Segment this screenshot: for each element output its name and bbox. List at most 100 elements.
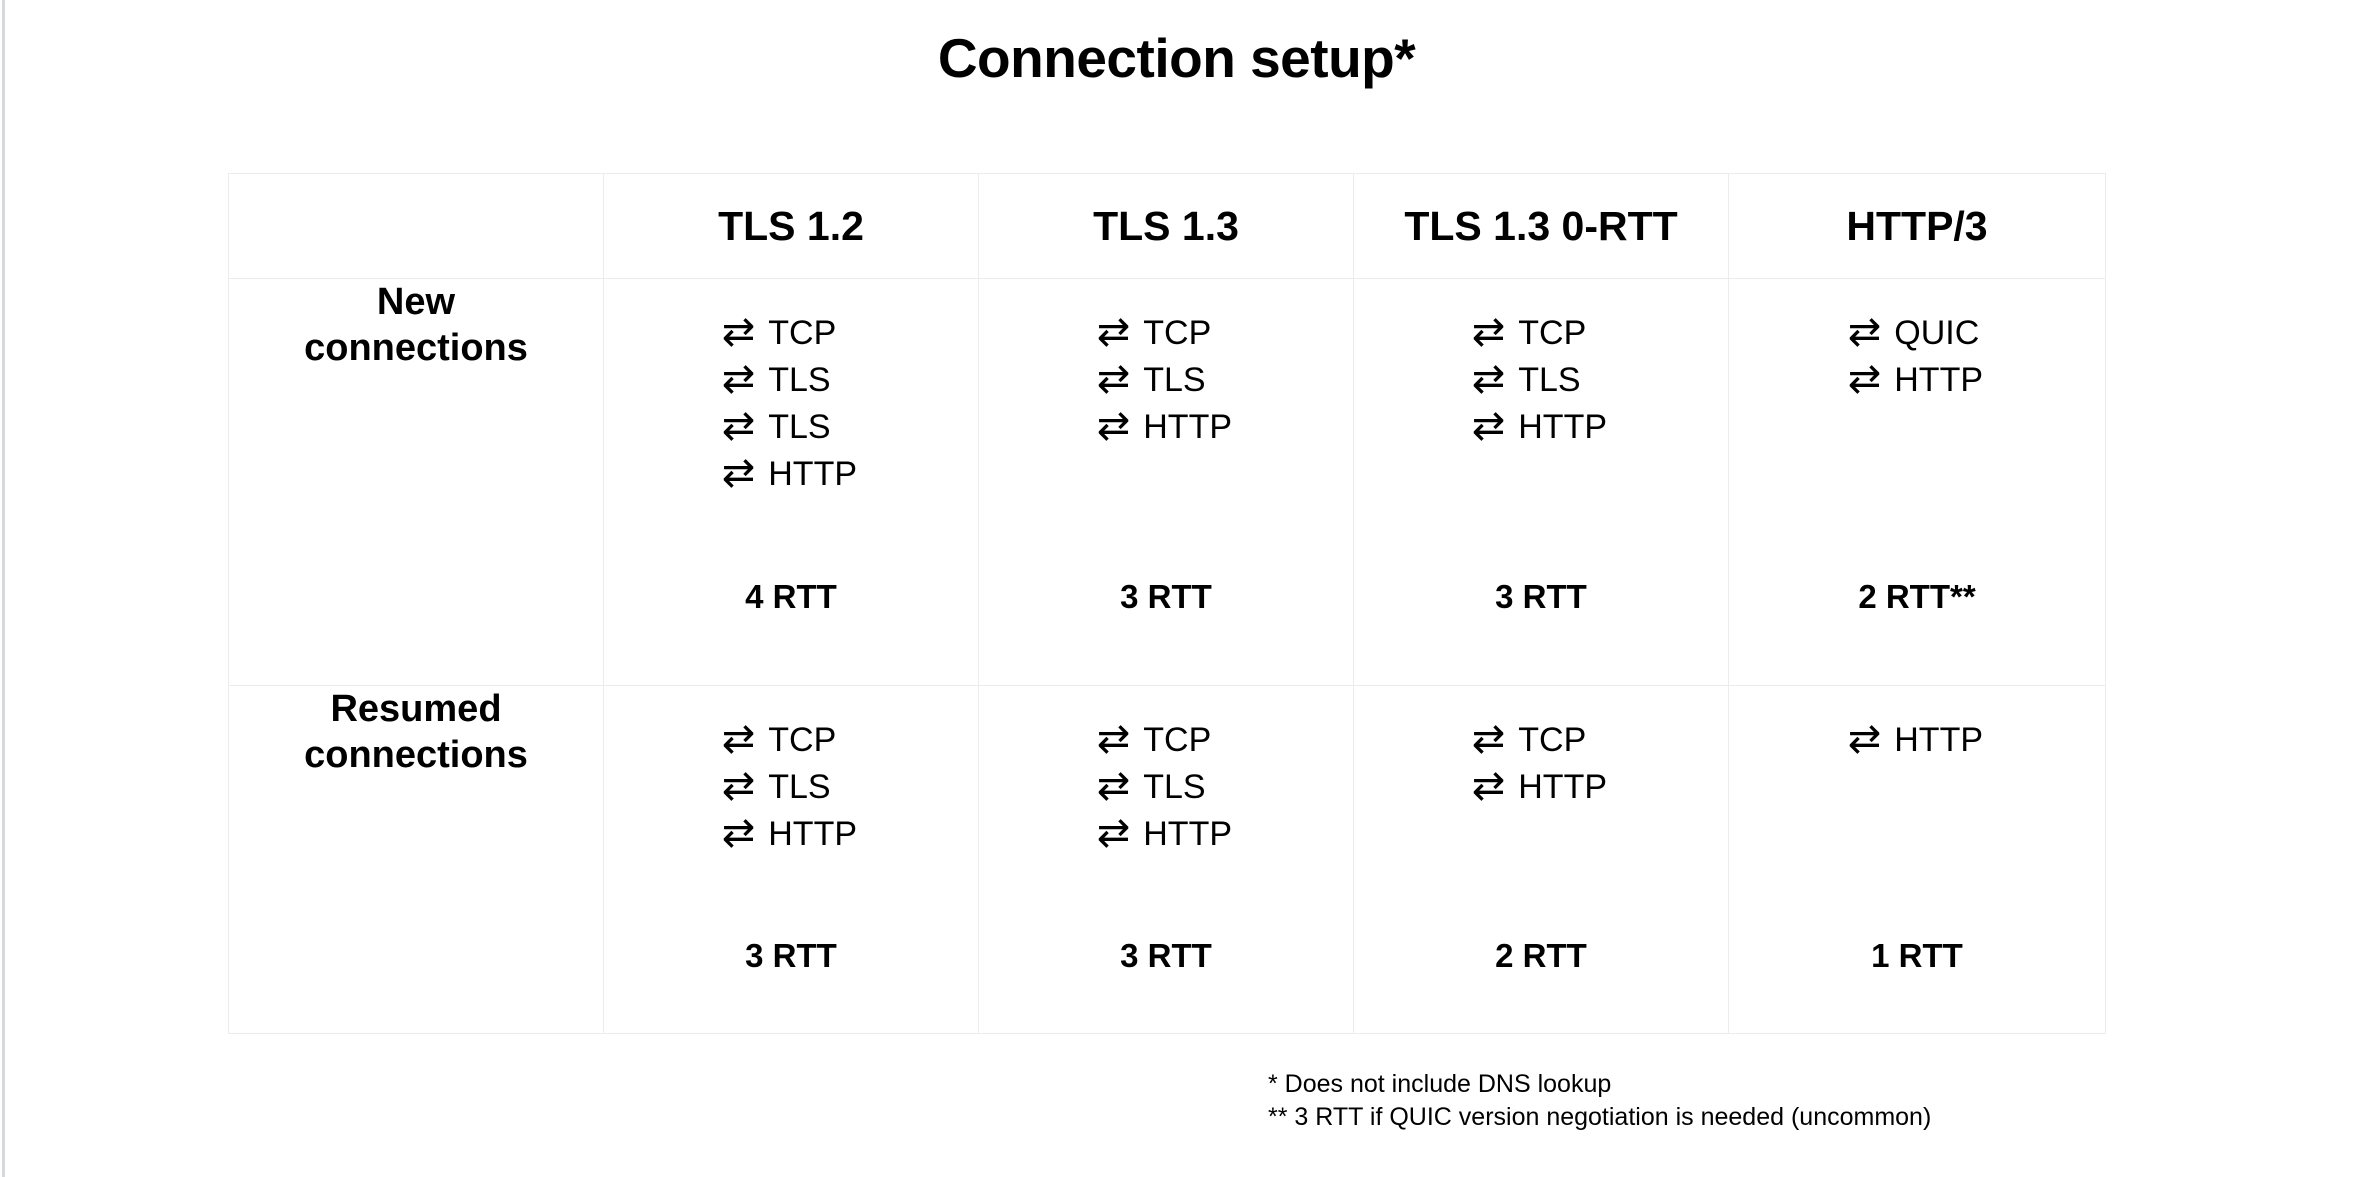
- handshake-step-list: ⇄ TCP ⇄ TLS ⇄ HTTP: [604, 716, 978, 857]
- exchange-arrow-icon: ⇄: [1096, 715, 1131, 762]
- exchange-arrow-icon: ⇄: [721, 809, 756, 856]
- handshake-step: ⇄ HTTP: [1848, 716, 1987, 763]
- handshake-step: ⇄ HTTP: [722, 450, 861, 497]
- exchange-arrow-icon: ⇄: [1096, 308, 1131, 355]
- rtt-total: 3 RTT: [1120, 937, 1212, 974]
- exchange-arrow-icon: ⇄: [1096, 762, 1131, 809]
- handshake-step-list: ⇄ TCP ⇄ TLS ⇄ TLS: [604, 309, 978, 497]
- cell-new-tls12: ⇄ TCP ⇄ TLS ⇄ TLS: [603, 278, 979, 686]
- exchange-arrow-icon: ⇄: [1471, 402, 1506, 449]
- column-header-http3: HTTP/3: [1728, 173, 2106, 279]
- handshake-step: ⇄ TLS: [1097, 356, 1236, 403]
- exchange-arrow-icon: ⇄: [721, 355, 756, 402]
- cell-new-tls13: ⇄ TCP ⇄ TLS ⇄ HTTP 3: [978, 278, 1354, 686]
- handshake-step: ⇄ TLS: [722, 356, 861, 403]
- handshake-step: ⇄ TLS: [722, 403, 861, 450]
- handshake-step: ⇄ TCP: [1472, 716, 1611, 763]
- handshake-step: ⇄ TCP: [1097, 309, 1236, 356]
- handshake-step: ⇄ QUIC: [1848, 309, 1987, 356]
- exchange-arrow-icon: ⇄: [1847, 355, 1882, 402]
- handshake-step-label: QUIC: [1894, 313, 1980, 352]
- handshake-step: ⇄ HTTP: [722, 810, 861, 857]
- rtt-total: 3 RTT: [1495, 578, 1587, 615]
- footnote-dns-lookup: * Does not include DNS lookup: [1268, 1070, 1612, 1098]
- row-header-label-line1: Resumed: [330, 688, 502, 730]
- row-header-label-line2: connections: [304, 327, 528, 370]
- column-header-label: TLS 1.2: [718, 203, 864, 249]
- rtt-total: 3 RTT: [1120, 578, 1212, 615]
- handshake-step: ⇄ HTTP: [1472, 403, 1611, 450]
- handshake-step-label: HTTP: [1143, 814, 1233, 853]
- exchange-arrow-icon: ⇄: [721, 449, 756, 496]
- handshake-step: ⇄ HTTP: [1848, 356, 1987, 403]
- footnote-quic-version-negotiation: ** 3 RTT if QUIC version negotiation is …: [1268, 1103, 1932, 1132]
- row-header-label-line2: connections: [304, 734, 528, 777]
- exchange-arrow-icon: ⇄: [1847, 308, 1882, 355]
- column-header-label: HTTP/3: [1846, 203, 1988, 249]
- handshake-step-label: TLS: [1518, 360, 1581, 399]
- cell-resumed-tls13: ⇄ TCP ⇄ TLS ⇄ HTTP 3: [978, 685, 1354, 1034]
- handshake-step-label: TCP: [1518, 720, 1587, 759]
- handshake-step-label: TLS: [768, 360, 831, 399]
- handshake-step-label: HTTP: [768, 814, 858, 853]
- handshake-step-label: HTTP: [1894, 360, 1984, 399]
- handshake-step-label: TLS: [768, 407, 831, 446]
- handshake-step-list: ⇄ TCP ⇄ TLS ⇄ HTTP: [979, 309, 1353, 450]
- table-row-new-connections: New connections ⇄ TCP ⇄: [228, 278, 2106, 686]
- exchange-arrow-icon: ⇄: [1471, 762, 1506, 809]
- page-title: Connection setup*: [937, 27, 1416, 89]
- column-header-tls13: TLS 1.3: [978, 173, 1354, 279]
- exchange-arrow-icon: ⇄: [721, 762, 756, 809]
- exchange-arrow-icon: ⇄: [1096, 809, 1131, 856]
- handshake-step-label: TCP: [1518, 313, 1587, 352]
- cell-resumed-tls13-0rtt: ⇄ TCP ⇄ HTTP 2 RTT: [1353, 685, 1729, 1034]
- column-header-label: TLS 1.3: [1093, 203, 1239, 249]
- footnotes: * Does not include DNS lookup ** 3 RTT i…: [1268, 1068, 1931, 1135]
- handshake-step: ⇄ TLS: [722, 763, 861, 810]
- handshake-step-label: TCP: [1143, 720, 1212, 759]
- handshake-step-list: ⇄ TCP ⇄ TLS ⇄ HTTP: [979, 716, 1353, 857]
- handshake-step-label: TCP: [768, 313, 837, 352]
- table-corner-cell: [228, 173, 604, 279]
- row-header-label-line1: New: [376, 281, 456, 323]
- handshake-step-list: ⇄ HTTP: [1729, 716, 2105, 763]
- exchange-arrow-icon: ⇄: [721, 402, 756, 449]
- handshake-step-label: TCP: [1143, 313, 1212, 352]
- exchange-arrow-icon: ⇄: [1096, 355, 1131, 402]
- handshake-step-label: HTTP: [768, 454, 858, 493]
- rtt-total: 2 RTT: [1495, 937, 1587, 974]
- handshake-step: ⇄ TLS: [1472, 356, 1611, 403]
- handshake-step: ⇄ HTTP: [1097, 810, 1236, 857]
- handshake-step-list: ⇄ TCP ⇄ TLS ⇄ HTTP: [1354, 309, 1728, 450]
- handshake-step: ⇄ HTTP: [1097, 403, 1236, 450]
- handshake-step: ⇄ TCP: [722, 309, 861, 356]
- handshake-step-list: ⇄ TCP ⇄ HTTP: [1354, 716, 1728, 810]
- connection-setup-table: TLS 1.2 TLS 1.3 TLS 1.3 0-RTT HTTP/3 N: [228, 173, 2106, 1034]
- rtt-total: 1 RTT: [1871, 937, 1963, 974]
- row-header-new-connections: New connections: [228, 278, 604, 686]
- handshake-step-label: HTTP: [1518, 767, 1608, 806]
- handshake-step-label: TLS: [768, 767, 831, 806]
- exchange-arrow-icon: ⇄: [1096, 402, 1131, 449]
- row-header-label: Resumed connections: [304, 686, 528, 1033]
- handshake-step-label: TCP: [768, 720, 837, 759]
- exchange-arrow-icon: ⇄: [1847, 715, 1882, 762]
- rtt-total: 2 RTT**: [1858, 578, 1976, 615]
- page-left-edge: [2, 0, 5, 1177]
- exchange-arrow-icon: ⇄: [721, 715, 756, 762]
- table-row-resumed-connections: Resumed connections ⇄ TCP: [228, 685, 2106, 1034]
- rtt-total: 4 RTT: [745, 578, 837, 615]
- column-header-tls13-0rtt: TLS 1.3 0-RTT: [1353, 173, 1729, 279]
- row-header-label: New connections: [304, 279, 528, 685]
- handshake-step-list: ⇄ QUIC ⇄ HTTP: [1729, 309, 2105, 403]
- cell-resumed-http3: ⇄ HTTP 1 RTT: [1728, 685, 2106, 1034]
- cell-resumed-tls12: ⇄ TCP ⇄ TLS ⇄ HTTP 3: [603, 685, 979, 1034]
- exchange-arrow-icon: ⇄: [1471, 308, 1506, 355]
- handshake-step-label: HTTP: [1894, 720, 1984, 759]
- table-header-row: TLS 1.2 TLS 1.3 TLS 1.3 0-RTT HTTP/3: [228, 173, 2106, 279]
- handshake-step: ⇄ TCP: [1472, 309, 1611, 356]
- cell-new-http3: ⇄ QUIC ⇄ HTTP 2 RTT**: [1728, 278, 2106, 686]
- handshake-step-label: HTTP: [1143, 407, 1233, 446]
- column-header-label: TLS 1.3 0-RTT: [1404, 203, 1678, 249]
